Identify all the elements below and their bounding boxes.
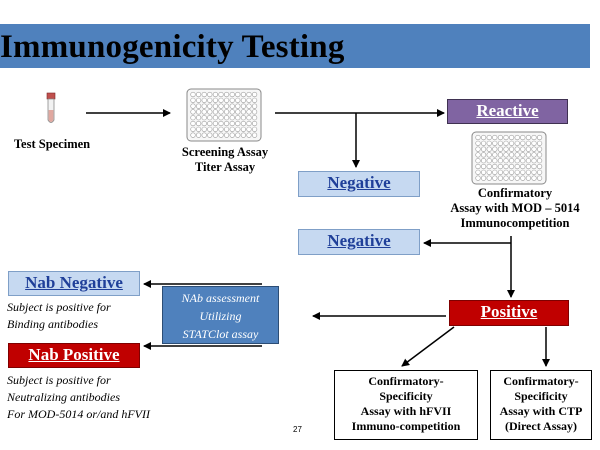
reactive-box: Reactive — [447, 99, 568, 124]
nab-assessment-box: NAb assessment Utilizing STATClot assay — [162, 286, 279, 344]
confirmatory-plate-icon — [471, 131, 547, 185]
specificity-2-line-2: Specificity — [514, 389, 568, 403]
specificity-1-line-4: Immuno-competition — [351, 419, 461, 433]
specificity-2-line-1: Confirmatory- — [503, 374, 579, 388]
confirmatory-line-2: Assay with MOD – 5014 — [450, 201, 580, 215]
nab-negative-description: Subject is positive for Binding antibodi… — [7, 299, 111, 333]
specificity-ctp-box: Confirmatory- Specificity Assay with CTP… — [490, 370, 592, 440]
nab-positive-desc-3: For MOD-5014 or/and hFVII — [7, 407, 150, 421]
nab-negative-box: Nab Negative — [8, 271, 140, 296]
nab-assessment-line-1: NAb assessment — [181, 291, 260, 305]
confirmatory-line-3: Immunocompetition — [460, 216, 570, 230]
reactive-label: Reactive — [476, 101, 539, 120]
nab-assessment-line-3: STATClot assay — [182, 327, 259, 341]
page-number: 27 — [293, 425, 302, 434]
arrow-positive-to-specificity-1 — [401, 326, 455, 367]
specificity-2-line-3: Assay with CTP — [499, 404, 583, 418]
nab-negative-desc-1: Subject is positive for — [7, 300, 111, 314]
nab-positive-box: Nab Positive — [8, 343, 140, 368]
test-specimen-label: Test Specimen — [13, 137, 91, 151]
screening-line-1: Screening Assay — [181, 145, 269, 159]
nab-negative-desc-2: Binding antibodies — [7, 317, 98, 331]
nab-positive-desc-1: Subject is positive for — [7, 373, 111, 387]
screening-plate-icon — [186, 88, 262, 142]
title-bar — [0, 24, 590, 68]
specificity-1-line-1: Confirmatory- — [368, 374, 444, 388]
nab-positive-description: Subject is positive for Neutralizing ant… — [7, 372, 150, 423]
specificity-2-line-4: (Direct Assay) — [504, 419, 578, 433]
specificity-1-line-2: Specificity — [379, 389, 433, 403]
nab-assessment-line-2: Utilizing — [199, 309, 242, 323]
specificity-hfvii-box: Confirmatory- Specificity Assay with hFV… — [334, 370, 478, 440]
screening-assay-label: Screening Assay Titer Assay — [170, 145, 280, 175]
specificity-1-line-3: Assay with hFVII — [360, 404, 452, 418]
nab-positive-desc-2: Neutralizing antibodies — [7, 390, 121, 404]
confirmatory-line-1: Confirmatory — [477, 186, 553, 200]
test-tube-icon — [46, 92, 56, 123]
confirmatory-assay-label: Confirmatory Assay with MOD – 5014 Immun… — [430, 186, 600, 231]
positive-box: Positive — [449, 300, 569, 326]
negative-box-confirmatory: Negative — [298, 229, 420, 255]
screening-line-2: Titer Assay — [194, 160, 256, 174]
negative-box-screening: Negative — [298, 171, 420, 197]
page-title: Immunogenicity Testing — [0, 29, 345, 65]
